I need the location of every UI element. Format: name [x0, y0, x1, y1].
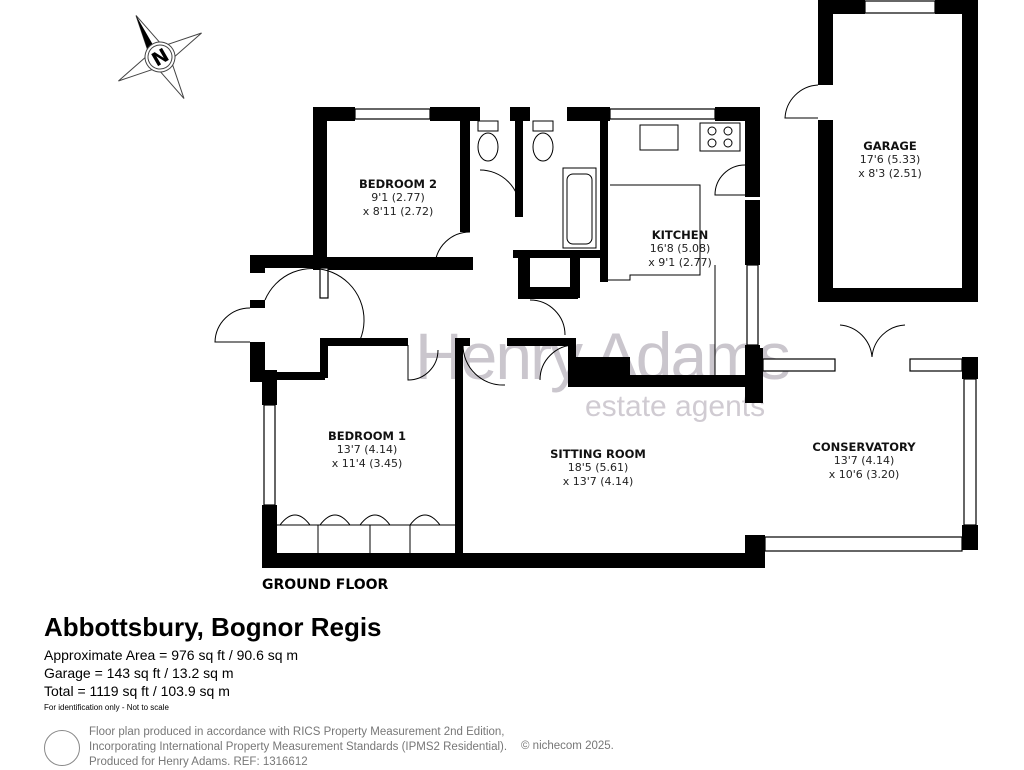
room-dim: x 11'4 (3.45): [331, 457, 403, 470]
room-dim: 18'5 (5.61): [567, 461, 629, 474]
room-dim: 13'7 (4.14): [833, 454, 895, 467]
room-name: CONSERVATORY: [812, 440, 916, 454]
doors: [214, 84, 906, 553]
fixtures: [477, 120, 741, 249]
floor-plan: N: [118, 0, 978, 568]
room-name: BEDROOM 1: [327, 429, 407, 443]
room-dim: 16'8 (5.08): [649, 242, 711, 255]
area-approx: Approximate Area = 976 sq ft / 90.6 sq m: [44, 647, 299, 663]
room-dim: x 10'6 (3.20): [828, 468, 900, 481]
walls: [250, 0, 978, 568]
footer-line: Floor plan produced in accordance with R…: [89, 726, 505, 738]
room-dim: x 8'11 (2.72): [362, 205, 434, 218]
room-dim: x 9'1 (2.77): [648, 256, 712, 269]
property-title: Abbottsbury, Bognor Regis: [44, 612, 382, 642]
room-dim: 13'7 (4.14): [336, 443, 398, 456]
footer-line: Produced for Henry Adams. REF: 1316612: [89, 756, 308, 768]
footer-line: Incorporating International Property Mea…: [89, 741, 508, 753]
room-dim: 9'1 (2.77): [371, 191, 425, 204]
room-name: BEDROOM 2: [358, 177, 438, 191]
room-dim: x 8'3 (2.51): [858, 167, 922, 180]
windows: [263, 0, 977, 552]
floor-label: GROUND FLOOR: [262, 577, 389, 593]
area-total: Total = 1119 sq ft / 103.9 sq m: [44, 683, 230, 699]
room-name: GARAGE: [863, 139, 917, 153]
room-name: KITCHEN: [651, 228, 709, 242]
disclaimer: For identification only - Not to scale: [44, 703, 169, 712]
room-dim: 17'6 (5.33): [859, 153, 921, 166]
room-name: SITTING ROOM: [550, 447, 646, 461]
watermark-tagline: estate agents: [585, 390, 766, 423]
room-dim: x 13'7 (4.14): [562, 475, 634, 488]
area-garage: Garage = 143 sq ft / 13.2 sq m: [44, 665, 234, 681]
copyright: © nichecom 2025.: [521, 740, 614, 752]
person-icon: [44, 730, 80, 766]
footer-text: Floor plan produced in accordance with R…: [89, 725, 507, 770]
compass-icon: N: [118, 15, 202, 99]
